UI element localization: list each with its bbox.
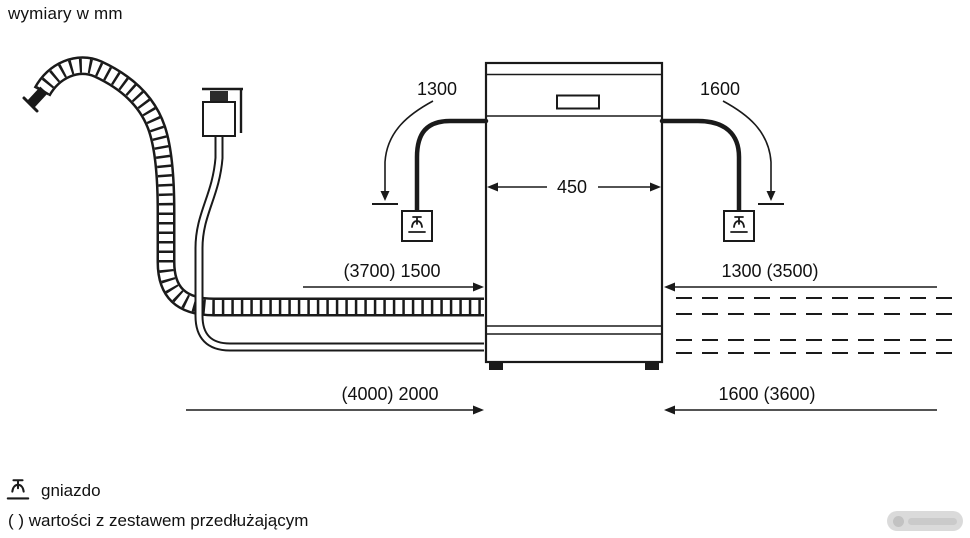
dimension-cord-right: 1600 — [700, 79, 784, 205]
drain-nozzle-icon — [22, 86, 48, 113]
supply-hose — [194, 87, 484, 352]
page-title: wymiary w mm — [8, 4, 123, 23]
dimension-width: 450 — [487, 177, 661, 197]
dim-bottom-left-label: (4000) 2000 — [341, 384, 438, 404]
dim-right-upper-label: 1300 (3500) — [721, 261, 818, 281]
watermark-text-blur — [908, 517, 957, 525]
socket-left-icon — [401, 210, 433, 242]
appliance-outline — [484, 61, 664, 370]
dimension-bottom-left: (4000) 2000 — [186, 384, 484, 415]
tap-icon — [202, 87, 243, 137]
legend-extension-note: ( ) wartości z zestawem przedłużającym — [8, 511, 309, 530]
dimension-bottom-right: 1600 (3600) — [664, 384, 937, 415]
extension-dashed-lines — [676, 297, 958, 354]
dim-cord-right-label: 1600 — [700, 79, 740, 99]
dim-bottom-right-label: 1600 (3600) — [718, 384, 815, 404]
legend-socket-label: gniazdo — [41, 480, 101, 500]
legend-socket-row: gniazdo — [4, 478, 101, 503]
foot-right — [645, 362, 659, 370]
power-cord-right — [659, 118, 742, 213]
foot-left — [489, 362, 503, 370]
dim-width-label: 450 — [557, 177, 587, 197]
dimension-right-upper: 1300 (3500) — [664, 261, 937, 292]
dimension-cord-left: 1300 — [372, 79, 457, 205]
dim-cord-left-label: 1300 — [417, 79, 457, 99]
control-display — [556, 94, 600, 110]
power-cord-left — [414, 118, 489, 213]
dimension-drain-upper: (3700) 1500 — [303, 261, 484, 292]
socket-right-icon — [723, 210, 755, 242]
socket-icon — [6, 479, 30, 500]
store-watermark-badge — [887, 511, 963, 531]
dim-drain-upper-label: (3700) 1500 — [343, 261, 440, 281]
watermark-logo-icon — [893, 515, 904, 527]
drain-hose — [22, 56, 484, 317]
